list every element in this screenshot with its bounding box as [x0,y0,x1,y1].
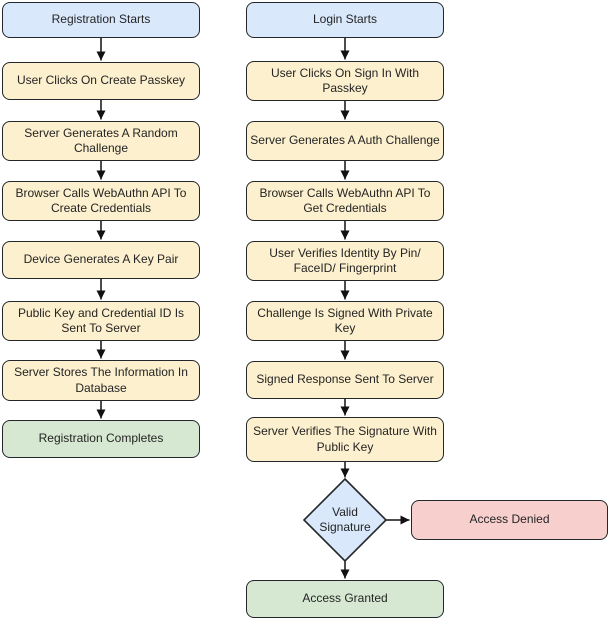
node-server-stores-information: Server Stores The Information In Databas… [2,360,200,401]
node-registration-completes: Registration Completes [2,420,200,458]
node-login-starts: Login Starts [246,2,444,38]
node-server-generates-auth-challenge: Server Generates A Auth Challenge [246,121,444,161]
node-signed-response-sent: Signed Response Sent To Server [246,361,444,399]
node-challenge-signed-private-key: Challenge Is Signed With Private Key [246,301,444,341]
node-public-key-credential-id-sent: Public Key and Credential ID Is Sent To … [2,301,200,341]
decision-valid-signature: Valid Signature [319,504,371,534]
node-user-clicks-create-passkey: User Clicks On Create Passkey [2,62,200,100]
node-browser-calls-webauthn-get: Browser Calls WebAuthn API To Get Creden… [246,181,444,221]
node-registration-starts: Registration Starts [2,2,200,38]
node-server-verifies-signature: Server Verifies The Signature With Publi… [246,417,444,462]
node-access-denied: Access Denied [411,500,608,540]
node-user-clicks-sign-in-with-passkey: User Clicks On Sign In With Passkey [246,61,444,101]
decision-diamond-shape [302,477,388,563]
node-server-generates-random-challenge: Server Generates A Random Challenge [2,121,200,161]
node-browser-calls-webauthn-create: Browser Calls WebAuthn API To Create Cre… [2,181,200,221]
node-access-granted: Access Granted [246,580,444,618]
node-device-generates-key-pair: Device Generates A Key Pair [2,241,200,279]
node-user-verifies-identity: User Verifies Identity By Pin/ FaceID/ F… [246,241,444,281]
